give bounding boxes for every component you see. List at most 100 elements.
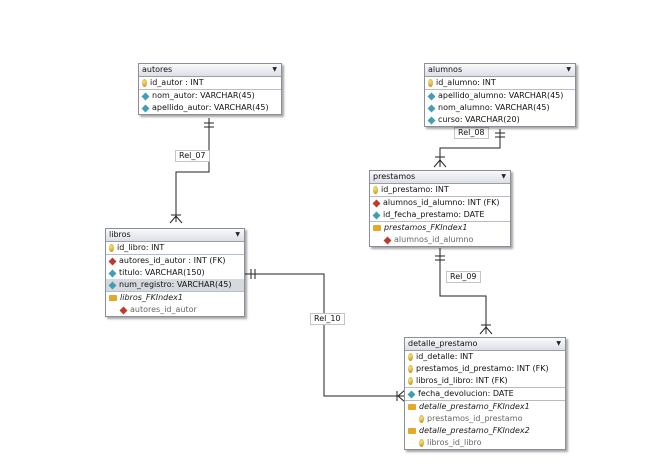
column-icon (427, 104, 436, 112)
column-label: id_libro: INT (117, 243, 165, 252)
table-header[interactable]: alumnos ▼ (425, 64, 575, 77)
column-row[interactable]: id_autor : INT (139, 77, 281, 89)
table-alumnos[interactable]: alumnos ▼ id_alumno: INT apellido_alumno… (424, 63, 576, 127)
key-icon (109, 244, 114, 252)
key-icon (142, 79, 147, 87)
column-row[interactable]: nom_alumno: VARCHAR(45) (425, 102, 575, 114)
rel-08-label[interactable]: Rel_08 (454, 127, 489, 139)
table-title: prestamos (373, 172, 416, 181)
column-label: nom_alumno: VARCHAR(45) (438, 103, 550, 112)
index-folder-icon (373, 225, 381, 231)
column-row[interactable]: id_alumno: INT (425, 77, 575, 89)
column-label: fecha_devolucion: DATE (418, 389, 514, 398)
column-label: apellido_alumno: VARCHAR(45) (438, 91, 564, 100)
column-row[interactable]: id_fecha_prestamo: DATE (370, 209, 510, 221)
table-header[interactable]: detalle_prestamo ▼ (405, 338, 565, 351)
column-icon (108, 269, 117, 277)
index-row[interactable]: libros_FKIndex1 (106, 291, 244, 304)
index-column-row[interactable]: autores_id_autor (106, 304, 244, 316)
column-label: alumnos_id_alumno: INT (FK) (383, 198, 500, 207)
table-header[interactable]: libros ▼ (106, 229, 244, 242)
column-row-selected[interactable]: num_registro: VARCHAR(45) (106, 279, 244, 291)
column-icon (108, 281, 117, 289)
column-label: apellido_autor: VARCHAR(45) (152, 103, 269, 112)
rel-09-line (439, 248, 487, 334)
column-row[interactable]: curso: VARCHAR(20) (425, 114, 575, 126)
table-detalle-prestamo[interactable]: detalle_prestamo ▼ id_detalle: INT prest… (404, 337, 566, 450)
column-label: curso: VARCHAR(20) (438, 115, 520, 124)
key-icon (408, 353, 413, 361)
rel-09-label[interactable]: Rel_09 (446, 271, 481, 283)
key-icon (408, 377, 413, 385)
column-row[interactable]: id_prestamo: INT (370, 184, 510, 196)
key-icon (419, 439, 424, 447)
column-label: libros_id_libro: INT (FK) (416, 376, 508, 385)
index-column-row[interactable]: libros_id_libro (405, 437, 565, 449)
index-row[interactable]: prestamos_FKIndex1 (370, 221, 510, 234)
index-column-label: prestamos_id_prestamo (427, 414, 523, 423)
index-column-label: alumnos_id_alumno (394, 235, 474, 244)
rel-07-label[interactable]: Rel_07 (175, 150, 210, 162)
index-folder-icon (109, 295, 117, 301)
table-title: autores (142, 65, 173, 74)
foreign-key-icon (372, 199, 381, 207)
column-row[interactable]: autores_id_autor : INT (FK) (106, 254, 244, 267)
column-label: id_prestamo: INT (381, 185, 449, 194)
index-label: detalle_prestamo_FKIndex2 (419, 426, 530, 435)
table-header[interactable]: autores ▼ (139, 64, 281, 77)
column-label: id_autor : INT (150, 78, 204, 87)
column-label: autores_id_autor : INT (FK) (119, 256, 226, 265)
column-row[interactable]: fecha_devolucion: DATE (405, 387, 565, 400)
column-row[interactable]: libros_id_libro: INT (FK) (405, 375, 565, 387)
column-row[interactable]: apellido_autor: VARCHAR(45) (139, 102, 281, 114)
column-row[interactable]: id_libro: INT (106, 242, 244, 254)
index-label: prestamos_FKIndex1 (384, 223, 468, 232)
foreign-key-icon (383, 236, 392, 244)
dropdown-icon[interactable]: ▼ (556, 340, 561, 347)
key-icon (373, 186, 378, 194)
key-icon (419, 415, 424, 423)
index-label: libros_FKIndex1 (120, 293, 183, 302)
index-column-row[interactable]: alumnos_id_alumno (370, 234, 510, 246)
column-label: num_registro: VARCHAR(45) (119, 280, 232, 289)
rel-07-line (175, 118, 210, 222)
index-row[interactable]: detalle_prestamo_FKIndex1 (405, 400, 565, 413)
column-label: id_fecha_prestamo: DATE (383, 210, 485, 219)
index-row[interactable]: detalle_prestamo_FKIndex2 (405, 425, 565, 437)
dropdown-icon[interactable]: ▼ (235, 231, 240, 238)
index-folder-icon (408, 404, 416, 410)
foreign-key-icon (119, 306, 128, 314)
column-row[interactable]: nom_autor: VARCHAR(45) (139, 89, 281, 102)
column-label: id_alumno: INT (436, 78, 496, 87)
column-icon (141, 92, 150, 100)
column-icon (427, 116, 436, 124)
rel-10-label[interactable]: Rel_10 (310, 313, 345, 325)
dropdown-icon[interactable]: ▼ (566, 66, 571, 73)
rel-10-line (244, 273, 405, 397)
table-title: alumnos (428, 65, 463, 74)
index-folder-icon (408, 428, 416, 434)
table-title: detalle_prestamo (408, 339, 478, 348)
index-column-row[interactable]: prestamos_id_prestamo (405, 413, 565, 425)
column-icon (427, 92, 436, 100)
column-row[interactable]: id_detalle: INT (405, 351, 565, 363)
column-row[interactable]: prestamos_id_prestamo: INT (FK) (405, 363, 565, 375)
table-autores[interactable]: autores ▼ id_autor : INT nom_autor: VARC… (138, 63, 282, 115)
column-row[interactable]: apellido_alumno: VARCHAR(45) (425, 89, 575, 102)
table-header[interactable]: prestamos ▼ (370, 171, 510, 184)
column-row[interactable]: titulo: VARCHAR(150) (106, 267, 244, 279)
column-label: id_detalle: INT (416, 352, 474, 361)
key-icon (428, 79, 433, 87)
table-libros[interactable]: libros ▼ id_libro: INT autores_id_autor … (105, 228, 245, 317)
column-label: titulo: VARCHAR(150) (119, 268, 205, 277)
column-row[interactable]: alumnos_id_alumno: INT (FK) (370, 196, 510, 209)
dropdown-icon[interactable]: ▼ (272, 66, 277, 73)
column-label: prestamos_id_prestamo: INT (FK) (416, 364, 549, 373)
column-icon (141, 104, 150, 112)
column-icon (372, 211, 381, 219)
dropdown-icon[interactable]: ▼ (501, 173, 506, 180)
table-prestamos[interactable]: prestamos ▼ id_prestamo: INT alumnos_id_… (369, 170, 511, 247)
index-label: detalle_prestamo_FKIndex1 (419, 402, 530, 411)
key-icon (408, 365, 413, 373)
